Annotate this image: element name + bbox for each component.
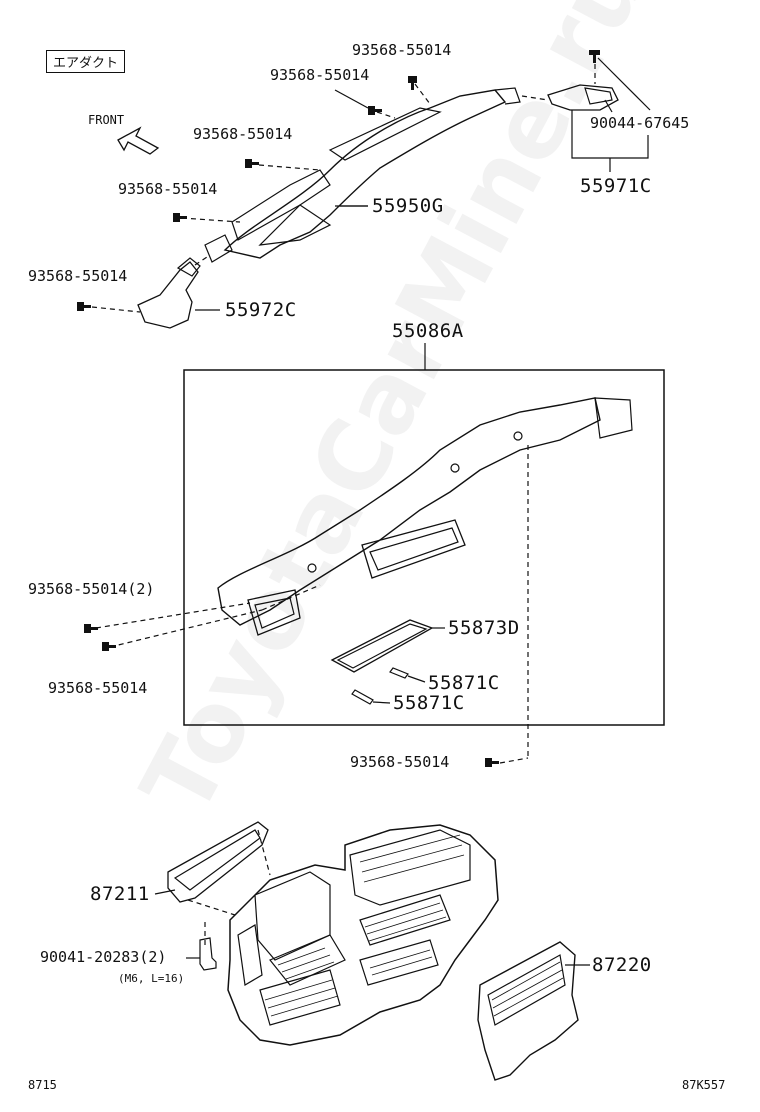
label-part-87220: 87220 xyxy=(592,954,652,976)
bolt-icon-box-b xyxy=(102,642,116,651)
bolt-icon-lower xyxy=(485,758,499,767)
bolt-90041 xyxy=(199,937,217,971)
strip-55871c-b xyxy=(351,689,374,705)
page-code-left: 8715 xyxy=(28,1078,57,1092)
bolt-icon-qty2 xyxy=(84,624,98,633)
label-bolt-90041-spec: (M6, L=16) xyxy=(118,972,185,985)
duct-55086a xyxy=(217,397,601,626)
label-bolt-mid-a: 93568-55014 xyxy=(193,125,293,143)
label-part-55873d: 55873D xyxy=(448,617,520,639)
heater-unit xyxy=(227,824,499,1046)
label-part-55086a: 55086A xyxy=(392,320,464,342)
duct-55972c xyxy=(137,261,199,329)
label-bolt-top-a: 93568-55014 xyxy=(352,41,452,59)
label-part-55871c-b: 55871C xyxy=(393,692,465,714)
label-part-55971c: 55971C xyxy=(580,175,652,197)
duct-55950g xyxy=(223,89,507,259)
label-bolt-lower: 93568-55014 xyxy=(350,753,450,771)
label-part-87211: 87211 xyxy=(90,883,150,905)
bolt-icon-left xyxy=(77,302,91,311)
strip-55871c-a xyxy=(389,667,409,679)
bolt-icon-top-b xyxy=(368,106,382,115)
section-tag: エアダクト xyxy=(46,50,126,73)
label-bolt-90041: 90041-20283(2) xyxy=(40,948,167,966)
label-bolt-box-b: 93568-55014 xyxy=(48,679,148,697)
label-bolt-qty2: 93568-55014(2) xyxy=(28,580,155,598)
label-bolt-mid-b: 93568-55014 xyxy=(118,180,218,198)
bolt-icon-top-a xyxy=(408,76,417,90)
page-code-right: 87K557 xyxy=(682,1078,726,1092)
cover-87211 xyxy=(167,821,269,903)
front-arrow-icon xyxy=(117,126,160,155)
label-part-55950g: 55950G xyxy=(372,195,444,217)
front-label: FRONT xyxy=(88,113,125,127)
label-part-55871c-a: 55871C xyxy=(428,672,500,694)
label-bolt-left: 93568-55014 xyxy=(28,267,128,285)
bolt-icon-mid-b xyxy=(173,213,187,222)
label-bolt-top-b: 93568-55014 xyxy=(270,66,370,84)
label-clip-90044: 90044-67645 xyxy=(590,114,690,132)
assembly-box-55086a xyxy=(183,369,665,726)
bolt-icon-mid-a xyxy=(245,159,259,168)
label-part-55972c: 55972C xyxy=(225,299,297,321)
duct-55971c xyxy=(547,84,619,111)
cover-87220 xyxy=(477,941,579,1081)
bolt-icon-clip xyxy=(589,50,600,63)
